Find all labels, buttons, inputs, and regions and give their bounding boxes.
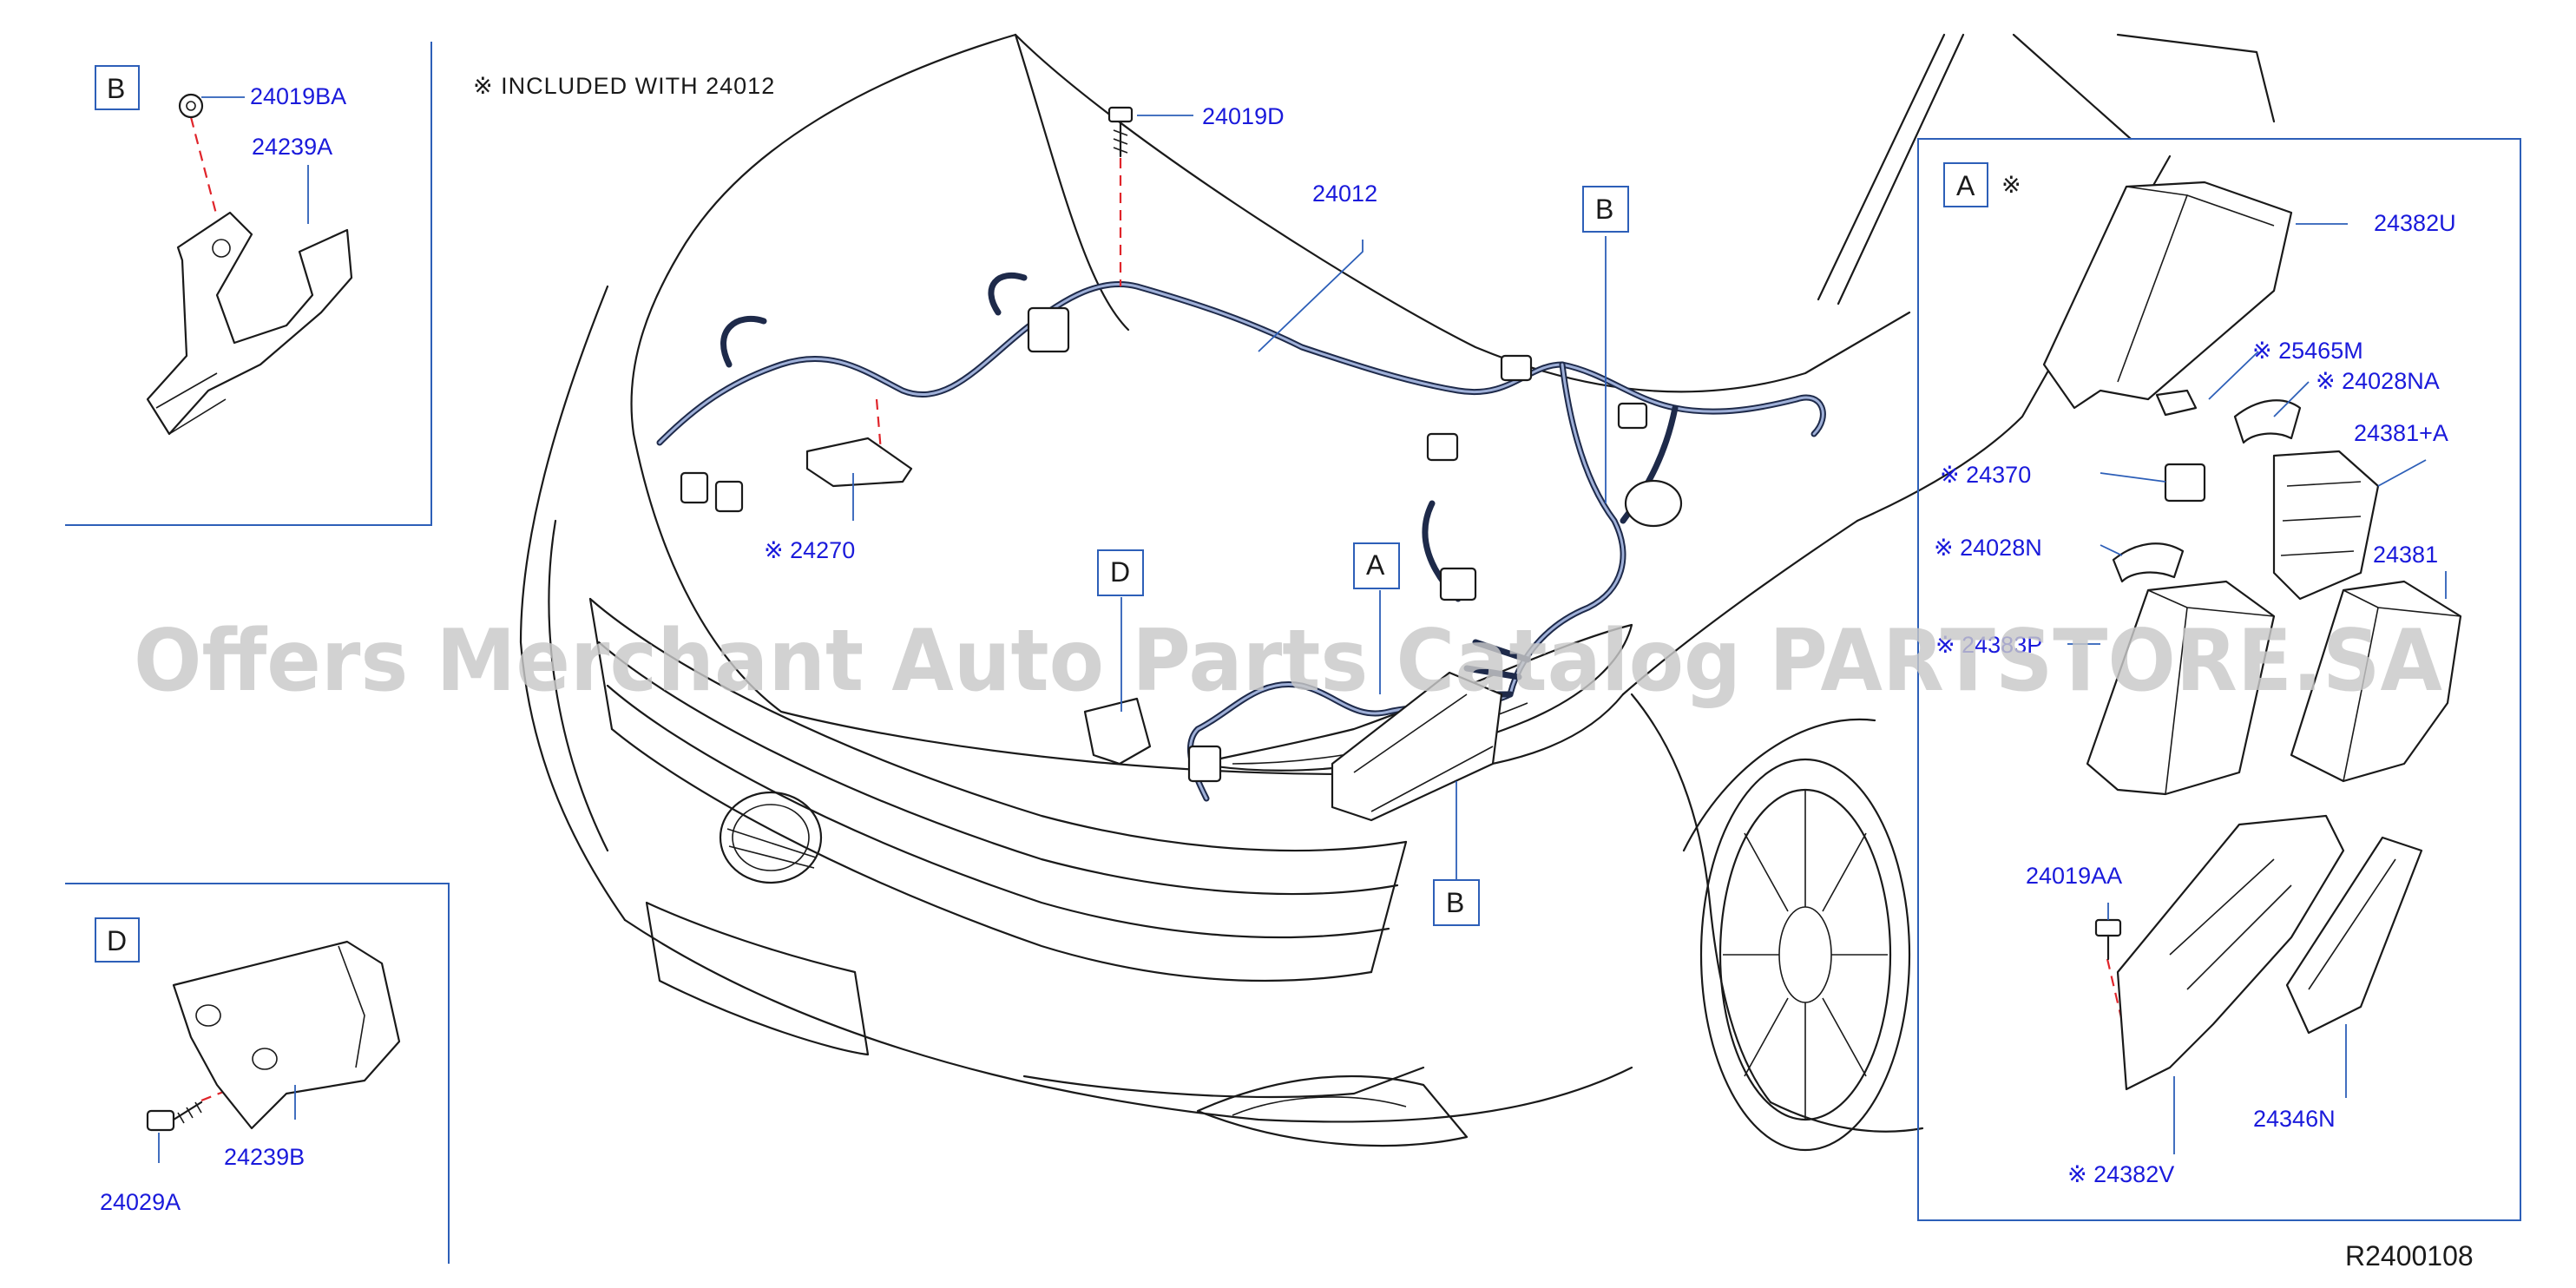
part-label-24270[interactable]: ※ 24270 [764, 537, 855, 563]
box-a-main [1353, 542, 1400, 589]
detail-panel-b [65, 42, 432, 526]
guide-24019BA [189, 116, 219, 218]
part-label-24019BA[interactable]: 24019BA [250, 83, 346, 109]
part-label-24383P[interactable]: ※ 24383P [1935, 632, 2042, 658]
part-label-24239A[interactable]: 24239A [252, 134, 332, 160]
box-label-a-detail: A [1956, 170, 1975, 201]
part-label-24012[interactable]: 24012 [1312, 181, 1377, 207]
watermark-text: Offers Merchant Auto Parts Catalog PARTS… [134, 612, 2442, 711]
box-label-d-main: D [1110, 556, 1130, 588]
part-label-24381A[interactable]: 24381+A [2354, 420, 2448, 446]
included-note: ※ INCLUDED WITH 24012 [473, 73, 775, 99]
box-b-main-top [1582, 186, 1629, 233]
box-label-b-main-bottom: B [1446, 887, 1464, 918]
box-label-b-main-top: B [1595, 194, 1613, 225]
box-label-b-detail: B [107, 73, 125, 104]
part-label-24381[interactable]: 24381 [2373, 542, 2438, 568]
part-label-24019D[interactable]: 24019D [1202, 103, 1285, 129]
car-body-outline [519, 33, 2276, 1152]
reference-code: R2400108 [2345, 1240, 2474, 1272]
part-label-24346N[interactable]: 24346N [2253, 1106, 2336, 1132]
box-b-main-bottom [1433, 879, 1480, 926]
leader-lines [158, 96, 2447, 1163]
part-label-24029A[interactable]: 24029A [100, 1189, 181, 1215]
detail-panel-a [1917, 138, 2521, 1221]
part-label-24370[interactable]: ※ 24370 [1940, 462, 2031, 488]
box-label-d-detail: D [107, 925, 127, 956]
part-label-24382V[interactable]: ※ 24382V [2067, 1161, 2174, 1187]
detail-panel-d [65, 883, 450, 1264]
part-label-24028NA[interactable]: ※ 24028NA [2316, 368, 2440, 394]
part-label-24028N[interactable]: ※ 24028N [1934, 535, 2042, 561]
part-label-24019AA[interactable]: 24019AA [2026, 863, 2122, 889]
detail-a-included-mark: ※ [2001, 172, 2022, 198]
part-label-25465M[interactable]: ※ 25465M [2252, 338, 2363, 364]
guide-24270 [875, 398, 883, 452]
box-d-main [1097, 549, 1144, 596]
part-label-24239B[interactable]: 24239B [224, 1144, 305, 1170]
box-label-a-main: A [1366, 549, 1385, 581]
engine-room-harness [656, 106, 1826, 822]
part-label-24382U[interactable]: 24382U [2374, 210, 2456, 236]
